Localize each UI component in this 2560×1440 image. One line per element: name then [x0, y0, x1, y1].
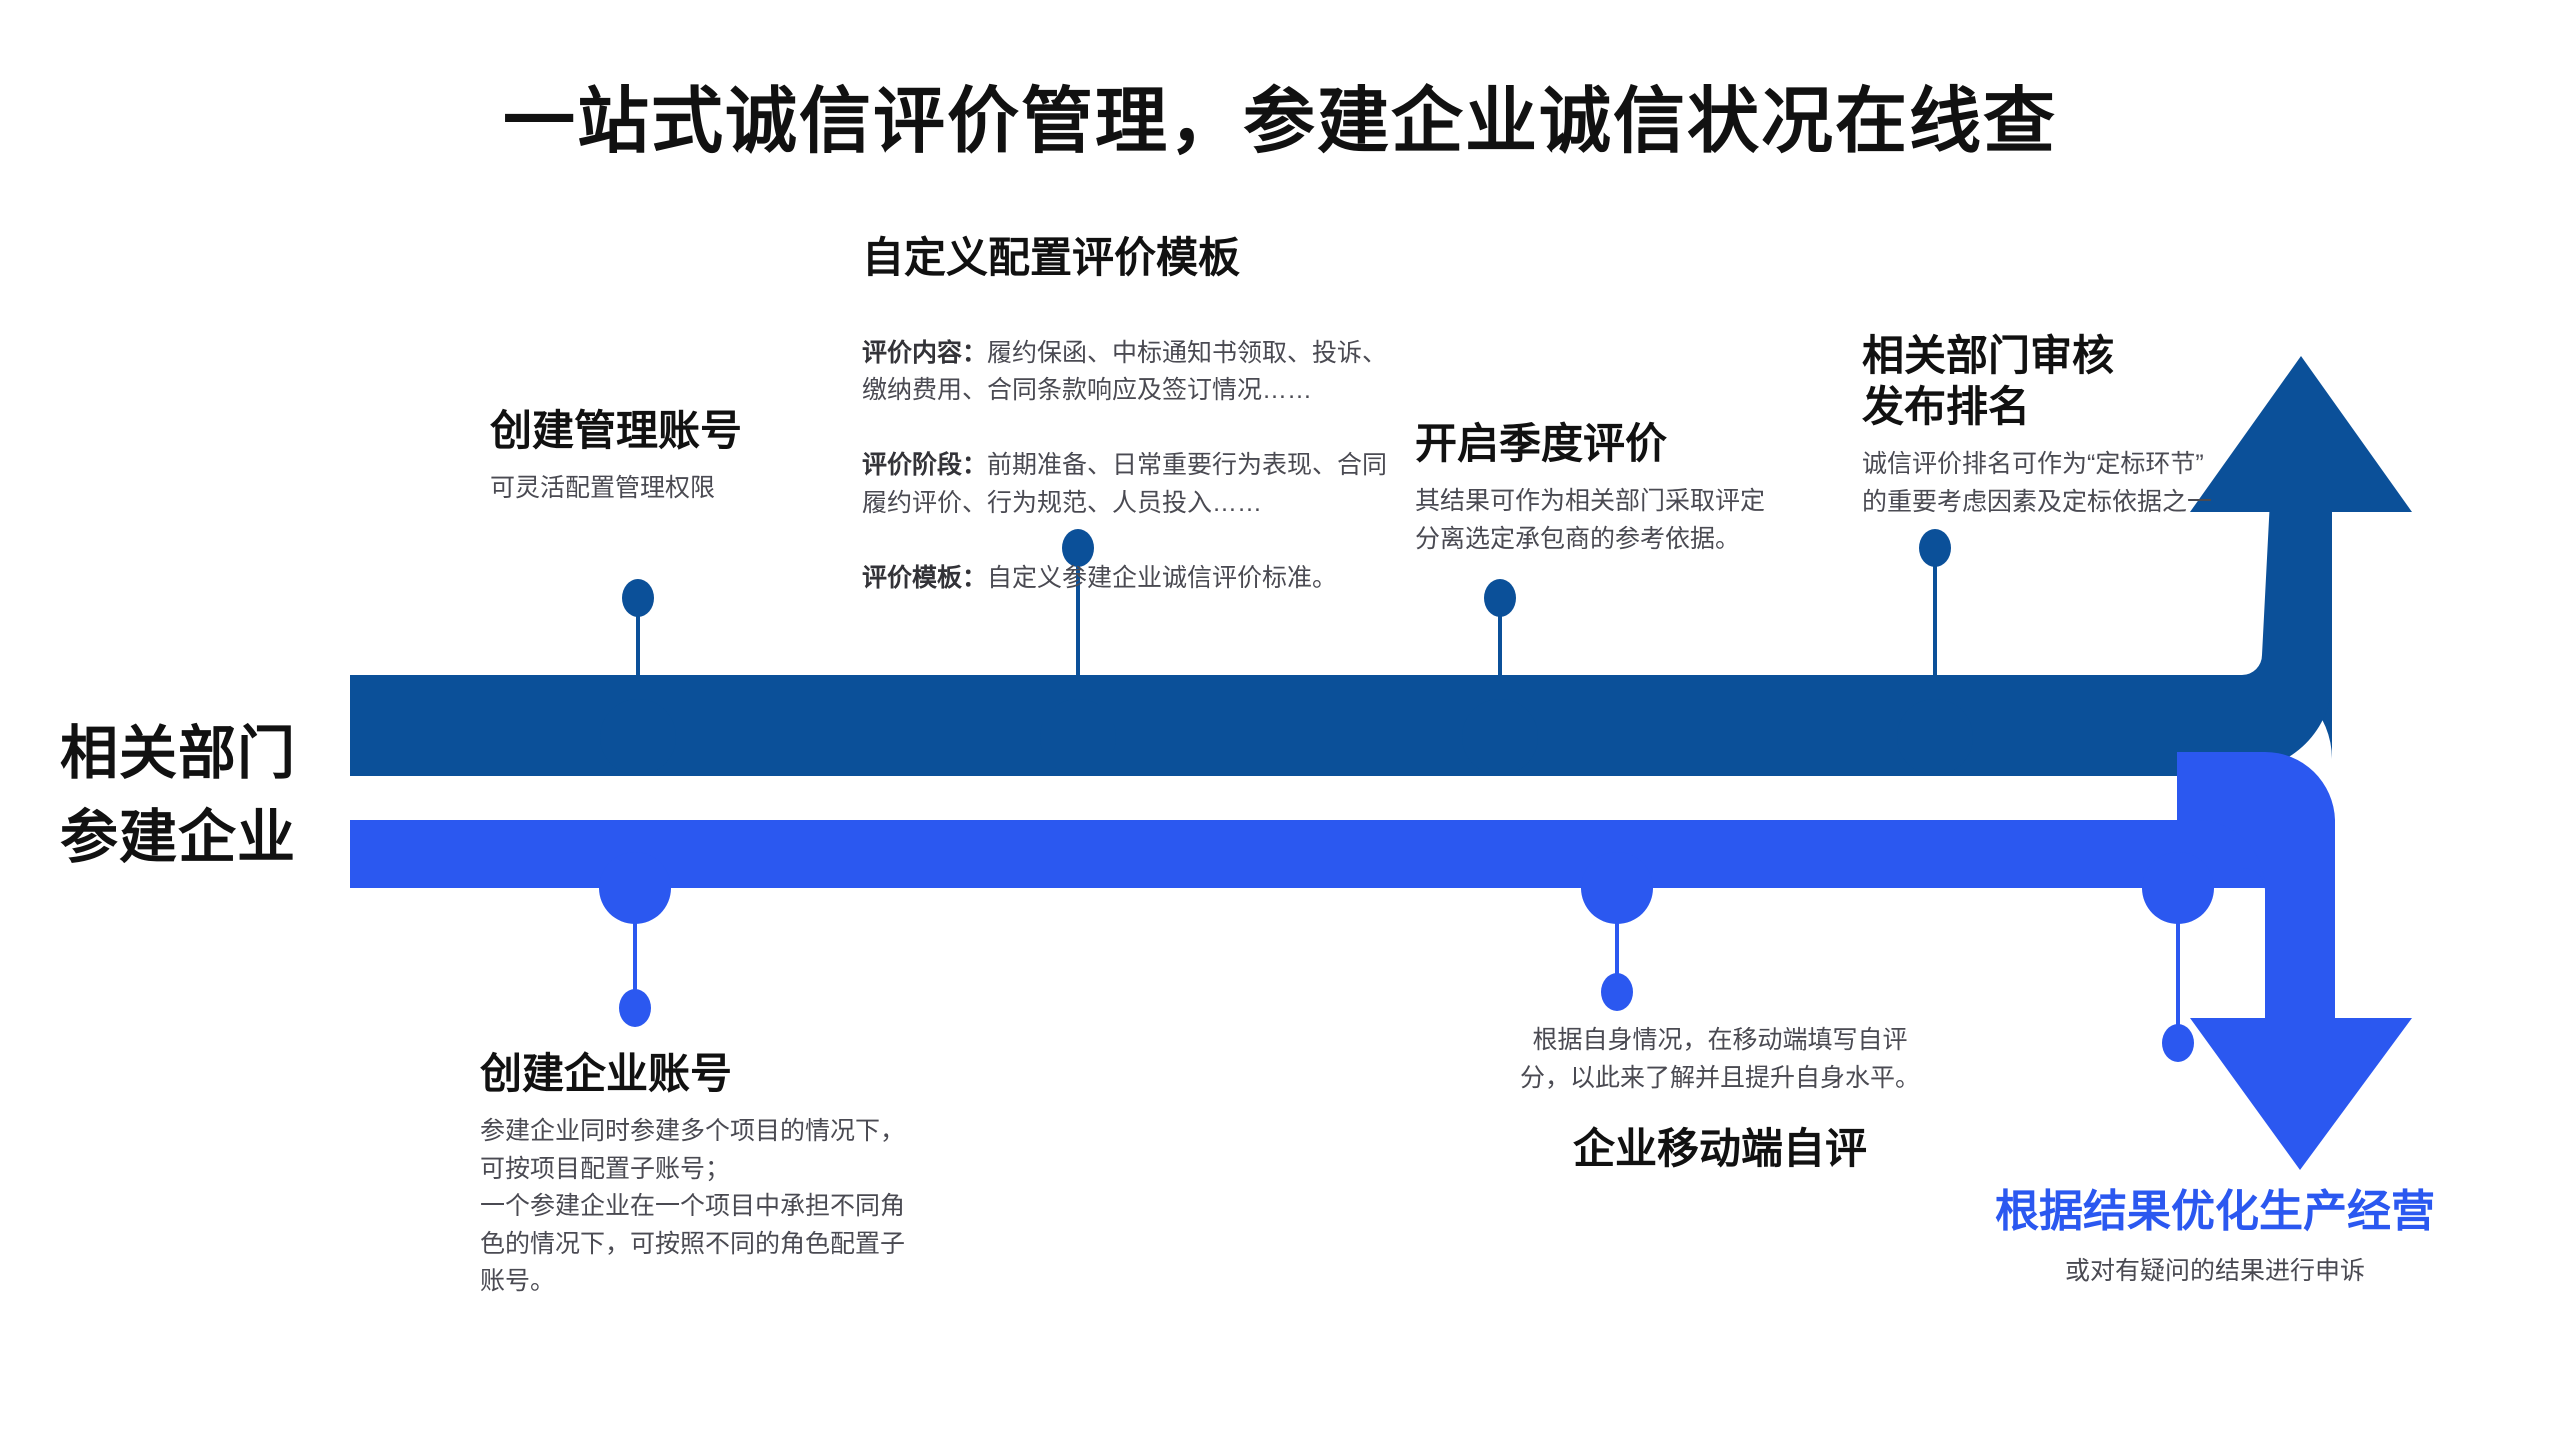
circle-node-icon[interactable]: [1462, 699, 1538, 775]
gov-node-2[interactable]: 自定义配置评价模板 评价内容：履约保函、中标通知书领取、投诉、缴纳费用、合同条款…: [862, 232, 1392, 597]
gov-node-2-key-2: 评价阶段：: [862, 451, 988, 480]
gov-node-2-heading: 自定义配置评价模板: [862, 234, 1241, 281]
gov-node-2-value-2: 前期准备、日常重要行为表现、合同履约评价、行为规范、人员投入……: [862, 451, 1388, 517]
gov-node-1-body: 可灵活配置管理权限: [490, 474, 716, 503]
page-title: 一站式诚信评价管理，参建企业诚信状况在线查: [502, 82, 2057, 162]
gov-node-2-value-1: 履约保函、中标通知书领取、投诉、缴纳费用、合同条款响应及签订情况……: [862, 338, 1388, 405]
gov-node-markers: [600, 529, 1973, 775]
gov-node-2-key-1: 评价内容：: [862, 338, 988, 367]
lane-label-gov: 相关部门: [60, 721, 297, 786]
gov-node-2-key-3: 评价模板：: [862, 563, 988, 592]
gov-node-1-heading: 创建管理账号: [490, 407, 743, 454]
tip-dot-icon: [2162, 1024, 2194, 1062]
gov-node-3-body: 其结果可作为相关部门采取评定 分离选定承包商的参考依据。: [1415, 487, 1766, 553]
ent-node-3-body: 或对有疑问的结果进行申诉: [2064, 1256, 2365, 1285]
gov-node-3[interactable]: 开启季度评价 其结果可作为相关部门采取评定 分离选定承包商的参考依据。: [1415, 418, 1865, 558]
ent-node-2-heading: 企业移动端自评: [1572, 1125, 1867, 1172]
ent-node-1-heading: 创建企业账号: [480, 1050, 733, 1097]
ent-node-2-body: 根据自身情况，在移动端填写自评 分，以此来了解并且提升自身水平。: [1519, 1026, 1920, 1092]
ent-node-2[interactable]: 根据自身情况，在移动端填写自评 分，以此来了解并且提升自身水平。 企业移动端自评: [1490, 1022, 1950, 1188]
tip-dot-icon: [1062, 529, 1094, 567]
tip-dot-icon: [619, 989, 651, 1027]
circle-node-icon[interactable]: [1040, 699, 1116, 775]
gov-node-4[interactable]: 相关部门审核 发布排名 诚信评价排名可作为“定标环节” 的重要考虑因素及定标依据…: [1862, 330, 2342, 521]
gov-node-4-body: 诚信评价排名可作为“定标环节” 的重要考虑因素及定标依据之一: [1862, 450, 2213, 516]
ent-node-3-heading: 根据结果优化生产经营: [1995, 1187, 2435, 1236]
lane-label-ent: 参建企业: [60, 805, 297, 870]
tip-dot-icon: [1919, 529, 1951, 567]
circle-node-icon[interactable]: [600, 699, 676, 775]
circle-node-icon[interactable]: [599, 852, 671, 924]
ent-node-markers: [599, 852, 2214, 1062]
ent-node-3[interactable]: 根据结果优化生产经营 或对有疑问的结果进行申诉: [1935, 1185, 2495, 1290]
gov-node-3-heading: 开启季度评价: [1415, 420, 1668, 467]
circle-node-icon[interactable]: [1897, 699, 1973, 775]
circle-node-icon[interactable]: [2142, 852, 2214, 924]
circle-node-icon[interactable]: [1581, 852, 1653, 924]
ent-node-1[interactable]: 创建企业账号 参建企业同时参建多个项目的情况下， 可按项目配置子账号； 一个参建…: [480, 1048, 1000, 1301]
lane-ent-track: [350, 752, 2412, 1170]
gov-node-2-value-3: 自定义参建企业诚信评价标准。: [987, 563, 1338, 592]
tip-dot-icon: [622, 579, 654, 617]
tip-dot-icon: [1601, 973, 1633, 1011]
arrow-up-icon: [2190, 356, 2412, 512]
ent-node-1-body: 参建企业同时参建多个项目的情况下， 可按项目配置子账号； 一个参建企业在一个项目…: [480, 1117, 906, 1296]
gov-node-2-body: 评价内容：履约保函、中标通知书领取、投诉、缴纳费用、合同条款响应及签订情况…… …: [862, 297, 1392, 597]
arrow-down-icon: [2190, 1018, 2412, 1170]
tip-dot-icon: [1484, 579, 1516, 617]
gov-node-4-heading: 相关部门审核 发布排名: [1862, 332, 2115, 431]
gov-node-1[interactable]: 创建管理账号 可灵活配置管理权限: [490, 405, 910, 508]
